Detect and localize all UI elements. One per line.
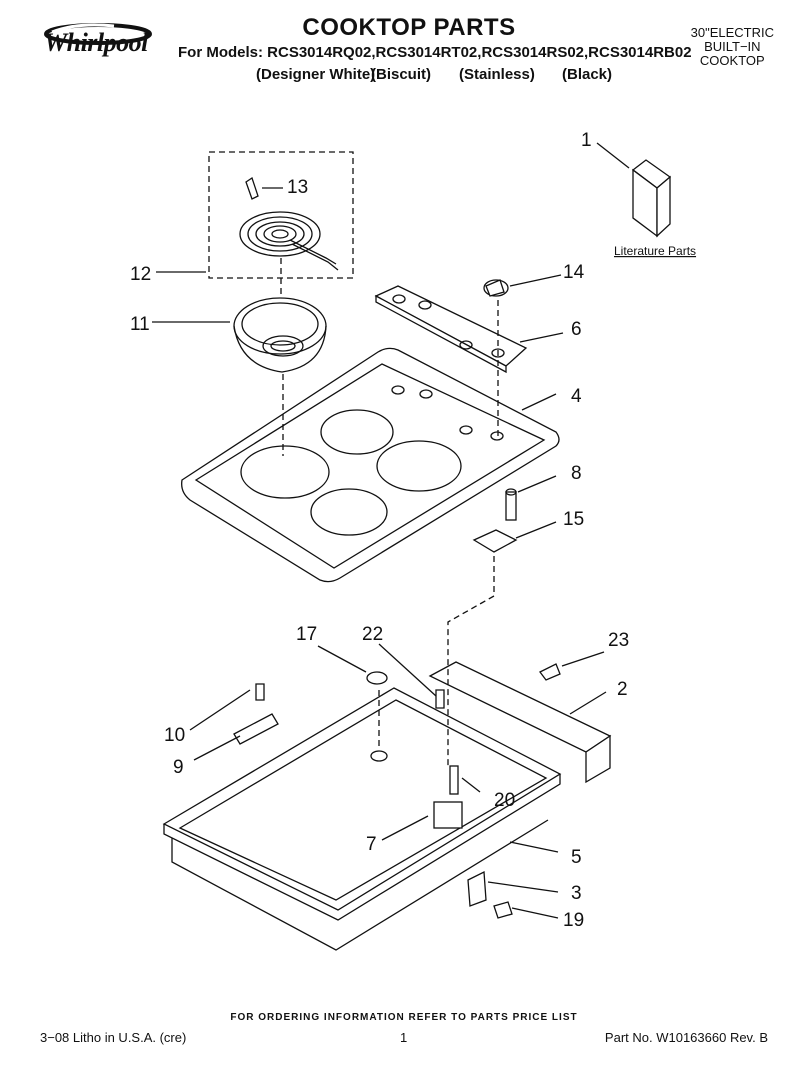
callout-14: 14 [563,262,585,283]
control-panel-overlay-drawing [374,285,528,374]
color-stainless: (Stainless) [459,66,535,83]
terminal-block-drawing [433,765,463,829]
callout-1: 1 [581,130,592,151]
page-title: COOKTOP PARTS [302,14,516,41]
callout-15: 15 [563,509,584,530]
callout-8: 8 [571,463,582,484]
screw-drawing [255,683,265,701]
callout-leaders [152,142,630,919]
callout-23: 23 [608,630,629,651]
product-type: 30"ELECTRIC BUILT−IN COOKTOP [691,26,774,68]
callout-2: 2 [617,679,628,700]
rail-bracket-drawing [428,661,612,784]
color-designer-white: (Designer White) [256,66,376,83]
burner-box-drawing [162,687,562,951]
callout-13: 13 [287,177,308,198]
drip-bowl-drawing [233,297,327,373]
callout-5: 5 [571,847,582,868]
corner-bracket-drawing [467,870,487,907]
callout-3: 3 [571,883,582,904]
callout-9: 9 [173,757,184,778]
callout-20: 20 [494,790,515,811]
whirlpool-logo [44,23,152,45]
callout-19: 19 [563,910,584,931]
ordering-note: FOR ORDERING INFORMATION REFER TO PARTS … [230,1012,578,1023]
element-bracket-drawing [245,176,259,200]
litho-info: 3−08 Litho in U.S.A. (cre) [40,1030,187,1045]
part-number: Part No. W10163660 Rev. B [604,1030,768,1045]
product-type-line: 30"ELECTRIC [690,25,774,40]
callout-7: 7 [366,834,377,855]
callout-22: 22 [362,624,383,645]
screw-drawing [493,901,513,919]
brand-name: Whirlpool [44,28,148,57]
screw-drawing [435,689,445,709]
grommet-drawing [366,671,388,685]
literature-parts-drawing [631,159,672,238]
color-black: (Black) [562,66,613,83]
screw-drawing [539,663,561,681]
bracket-drawing [233,713,279,745]
literature-parts-label: Literature Parts [614,244,696,258]
cooktop-drawing [181,347,560,583]
callout-11: 11 [130,314,150,335]
knob-drawing [483,279,509,297]
color-biscuit: (Biscuit) [371,66,431,83]
switch-drawing [505,488,517,521]
model-list: For Models: RCS3014RQ02,RCS3014RT02,RCS3… [178,44,692,61]
callout-17: 17 [296,624,317,645]
callout-10: 10 [164,725,185,746]
callout-4: 4 [571,386,582,407]
product-type-line: COOKTOP [699,53,765,68]
switch-bracket-drawing [472,529,518,553]
callout-12: 12 [130,264,151,285]
assembly-lines [280,258,499,768]
page-number: 1 [400,1030,408,1045]
product-type-line: BUILT−IN [704,39,761,54]
callout-6: 6 [571,319,582,340]
surface-element-drawing [239,211,339,271]
